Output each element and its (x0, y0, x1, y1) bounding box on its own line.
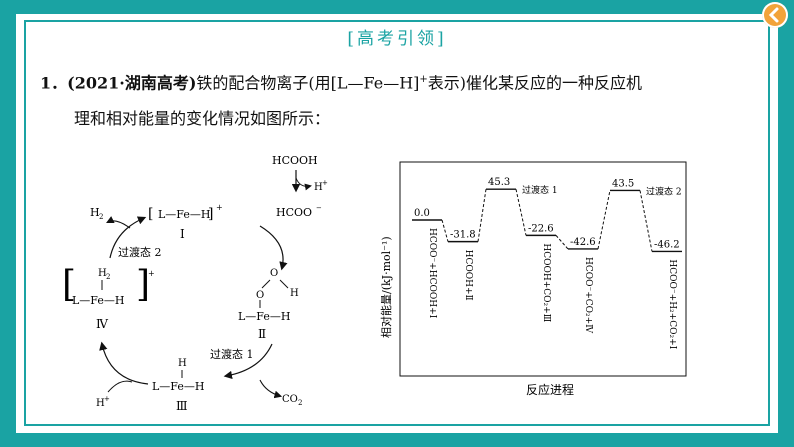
h-plus-top: H (314, 182, 323, 193)
roman-2: Ⅱ (258, 327, 266, 341)
bond-2b (279, 279, 289, 289)
question-sup: + (419, 74, 428, 85)
species-3-h: H (178, 358, 187, 369)
bracket-right-4: ] (136, 264, 150, 305)
h-plus-top-sign: + (322, 179, 328, 187)
h-plus-bottom: H (96, 398, 105, 409)
inner-frame (24, 20, 770, 426)
energy-value-6: -46.2 (654, 239, 680, 250)
hcoo-label: HCOO (276, 206, 312, 219)
bracket-left-4: [ (62, 264, 76, 305)
hcoo-charge: − (316, 204, 322, 212)
y-axis-label: 相对能量/(kJ·mol⁻¹) (379, 236, 393, 338)
bond-2a (261, 279, 271, 289)
energy-connector-5 (597, 190, 611, 250)
species-4: L—Fe—H (72, 294, 124, 307)
species-2-h: H (290, 288, 299, 299)
arrow-4-to-1 (109, 216, 147, 259)
energy-connector-2 (477, 189, 487, 242)
arrow-h2 (106, 216, 131, 229)
question-text-a: 铁的配合物离子(用[L—Fe—H] (196, 73, 420, 93)
back-button[interactable] (762, 2, 788, 28)
species-4-h: H (98, 268, 107, 279)
arrow-3-to-4 (99, 341, 149, 385)
question-number: 1． (40, 73, 68, 93)
bottom-border (0, 433, 794, 447)
roman-4: Ⅳ (96, 317, 109, 331)
energy-value-3: -22.6 (528, 223, 554, 234)
species-4-charge: + (148, 269, 155, 278)
energy-connector-6 (639, 190, 653, 252)
right-border (778, 0, 794, 447)
question-text: 1．(2021·湖南高考)铁的配合物离子(用[L—Fe—H]+表示)催化某反应的… (40, 62, 760, 137)
h-plus-bottom-sign: + (104, 395, 110, 403)
co2-label: CO (282, 394, 298, 405)
energy-value-2: 45.3 (488, 177, 510, 188)
arrow-left-icon (768, 7, 779, 23)
arrow-h-in (107, 380, 133, 393)
question-line-2: 理和相对能量的变化情况如图所示： (74, 109, 331, 129)
arrow-1-to-2 (259, 225, 288, 271)
question-line-1: 1．(2021·湖南高考)铁的配合物离子(用[L—Fe—H]+表示)催化某反应的… (40, 62, 760, 101)
species-1: L—Fe—H (158, 208, 210, 221)
catalytic-cycle-diagram: HCOOH H + HCOO − [ L—Fe—H ] + Ⅰ H 2 过渡态 … (62, 154, 328, 413)
bracket-right-1: ] (208, 206, 213, 222)
co2-sub: 2 (298, 399, 302, 407)
species-4-h-sub: 2 (106, 273, 110, 281)
species-label-4: HCOO⁻+CO₂+Ⅳ (583, 257, 593, 334)
left-border (0, 0, 16, 447)
arrow-2-to-3 (223, 343, 273, 380)
species-2: L—Fe—H (238, 310, 290, 323)
species-label-2: 过渡态 1 (522, 184, 558, 196)
x-axis-label: 反应进程 (526, 382, 574, 397)
energy-value-1: -31.8 (450, 230, 476, 241)
species-label-5: 过渡态 2 (646, 185, 682, 197)
arrow-co2 (259, 379, 283, 399)
energy-connector-4 (555, 235, 569, 250)
hcooh-label: HCOOH (272, 154, 318, 167)
arrow-branch (295, 177, 312, 191)
species-2-o-top: O (270, 268, 278, 279)
energy-value-4: -42.6 (570, 237, 596, 248)
question-source: (2021·湖南高考) (67, 73, 197, 93)
species-3: L—Fe—H (152, 380, 204, 393)
bracket-left-1: [ (148, 206, 153, 222)
ts1-label: 过渡态 1 (210, 347, 254, 361)
h2-label: H (90, 206, 100, 219)
roman-1: Ⅰ (180, 227, 185, 241)
section-title: [高考引领] (347, 29, 447, 49)
species-2-o: O (256, 290, 264, 301)
species-label-3: HCOOH+CO₂+Ⅲ (541, 243, 551, 322)
species-label-1: HCOOH+Ⅱ (463, 250, 473, 301)
energy-value-5: 43.5 (612, 178, 634, 189)
energy-value-0: 0.0 (414, 208, 430, 219)
ts2-label: 过渡态 2 (118, 245, 162, 259)
top-border (0, 0, 794, 14)
species-label-0: HCOO⁻+HCOOH+Ⅰ (427, 228, 437, 319)
energy-connector-3 (515, 189, 527, 236)
species-1-charge: + (216, 203, 223, 212)
h2-sub: 2 (99, 213, 103, 221)
species-label-6: HCOO⁻+H₂+CO₂+Ⅰ (667, 259, 677, 349)
energy-connector-1 (441, 219, 449, 242)
roman-3: Ⅲ (176, 399, 188, 413)
question-text-b: 表示)催化某反应的一种反应机 (427, 73, 643, 93)
chart-frame (399, 161, 687, 377)
